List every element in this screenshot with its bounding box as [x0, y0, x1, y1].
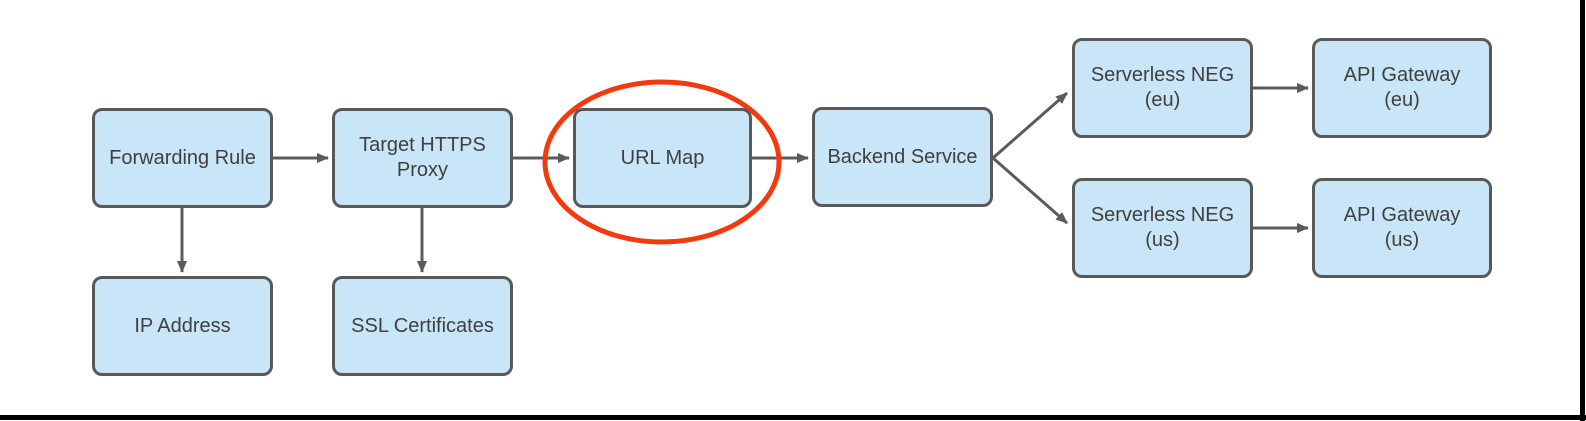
- node-serverless-neg-eu: Serverless NEG (eu): [1072, 38, 1253, 138]
- url-map-highlight-ellipse: [542, 79, 782, 245]
- node-label: Forwarding Rule: [109, 146, 256, 169]
- node-url-map: URL Map: [573, 108, 752, 208]
- node-label: SSL Certificates: [351, 314, 494, 337]
- edge-backend-service-to-serverless-neg-us: [992, 156, 1068, 225]
- node-label: Serverless NEG (us): [1090, 204, 1235, 251]
- node-label: API Gateway (us): [1343, 204, 1461, 251]
- node-target-https-proxy: Target HTTPS Proxy: [332, 108, 513, 208]
- node-ip-address: IP Address: [92, 276, 273, 376]
- node-label: Serverless NEG (eu): [1090, 64, 1235, 111]
- node-label: API Gateway (eu): [1343, 64, 1461, 111]
- node-label: Backend Service: [827, 145, 978, 168]
- node-api-gateway-us: API Gateway (us): [1312, 178, 1492, 278]
- node-ssl-certificates: SSL Certificates: [332, 276, 513, 376]
- frame-border-bottom: [0, 415, 1586, 420]
- node-label: IP Address: [134, 314, 231, 337]
- edge-backend-service-to-serverless-neg-eu: [992, 91, 1068, 160]
- node-label: Target HTTPS Proxy: [359, 134, 486, 181]
- node-backend-service: Backend Service: [812, 107, 993, 207]
- node-api-gateway-eu: API Gateway (eu): [1312, 38, 1492, 138]
- node-serverless-neg-us: Serverless NEG (us): [1072, 178, 1253, 278]
- node-label: URL Map: [620, 146, 705, 169]
- node-forwarding-rule: Forwarding Rule: [92, 108, 273, 208]
- frame-border-right: [1580, 0, 1585, 421]
